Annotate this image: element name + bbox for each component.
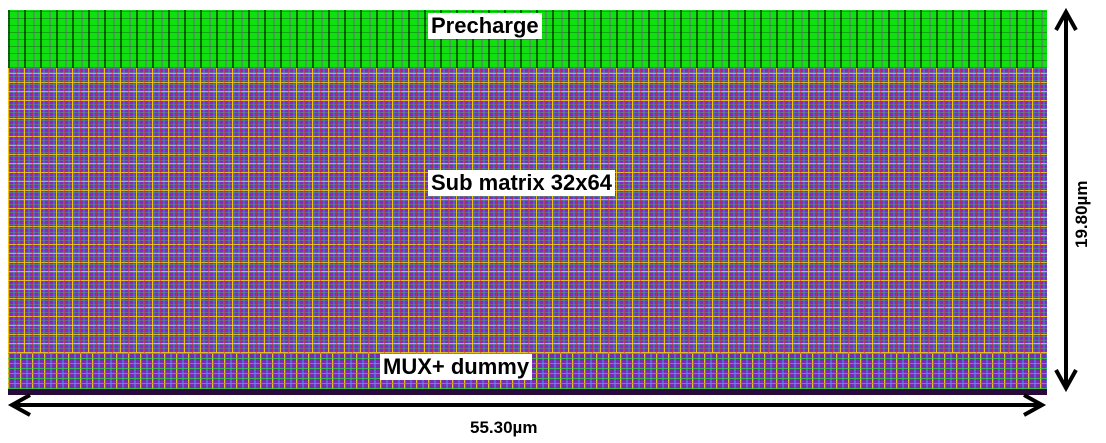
width-arrowhead-left bbox=[7, 393, 31, 417]
mux-dummy-label: MUX+ dummy bbox=[380, 354, 533, 380]
sub-matrix-region bbox=[8, 68, 1047, 353]
height-arrowhead-bottom bbox=[1054, 369, 1078, 393]
height-dimension-label: 19.80µm bbox=[1072, 180, 1091, 248]
width-dimension-label: 55.30µm bbox=[470, 418, 538, 437]
sub-matrix-label: Sub matrix 32x64 bbox=[428, 170, 615, 196]
precharge-label: Precharge bbox=[428, 13, 542, 39]
width-arrowhead-right bbox=[1023, 393, 1047, 417]
bottom-rail bbox=[8, 389, 1047, 395]
height-arrowhead-top bbox=[1054, 7, 1078, 31]
